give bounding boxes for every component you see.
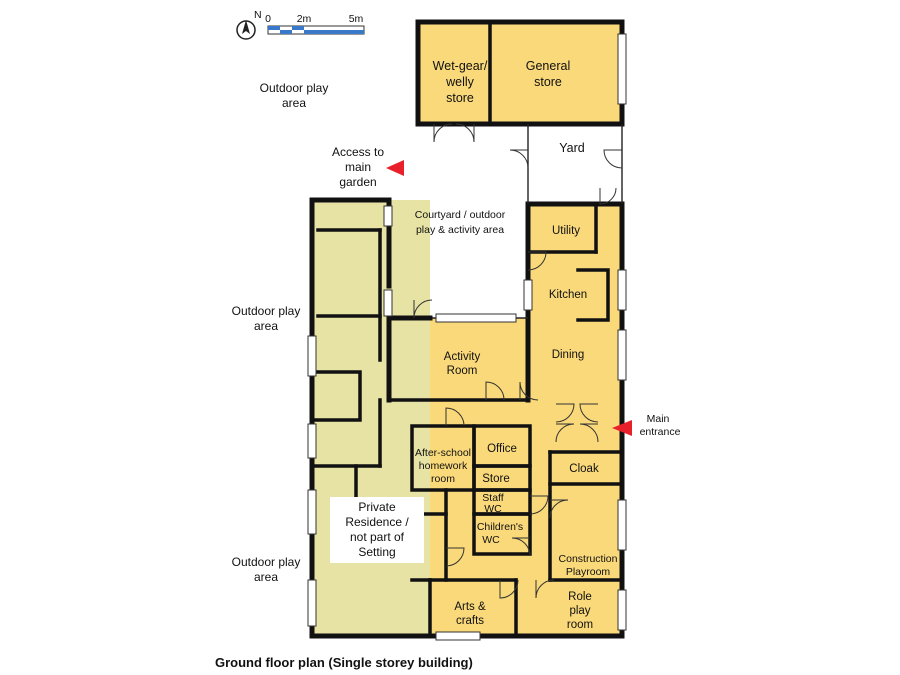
office-label: Office xyxy=(487,443,517,455)
doors-windows xyxy=(307,33,627,641)
kitchen-label: Kitchen xyxy=(549,289,587,301)
scale-bar: 0 2m 5m xyxy=(265,13,365,35)
plan-title: Ground floor plan (Single storey buildin… xyxy=(215,655,473,670)
scale-tick-5m: 5m xyxy=(349,13,364,25)
private-residence-note: Private Residence / not part of Setting xyxy=(330,497,424,563)
residence-line-2: Residence / xyxy=(345,515,409,529)
compass: N xyxy=(236,9,262,40)
scale-tick-2m: 2m xyxy=(297,13,312,25)
entrance-arrow-icon xyxy=(612,420,632,436)
scale-tick-0: 0 xyxy=(265,13,271,25)
cloak-label: Cloak xyxy=(569,463,599,475)
garden-arrow-icon xyxy=(386,160,404,176)
north-label: N xyxy=(254,9,262,21)
residence-line-4: Setting xyxy=(358,545,396,559)
residence-line-1: Private xyxy=(358,500,396,514)
walls xyxy=(309,19,625,639)
utility-label: Utility xyxy=(552,225,580,237)
store-label: Store xyxy=(482,473,510,485)
dining-label: Dining xyxy=(552,349,585,361)
yard-label: Yard xyxy=(559,141,585,155)
arts-crafts-label: Arts &crafts xyxy=(454,601,486,627)
residence-line-3: not part of xyxy=(349,530,405,544)
